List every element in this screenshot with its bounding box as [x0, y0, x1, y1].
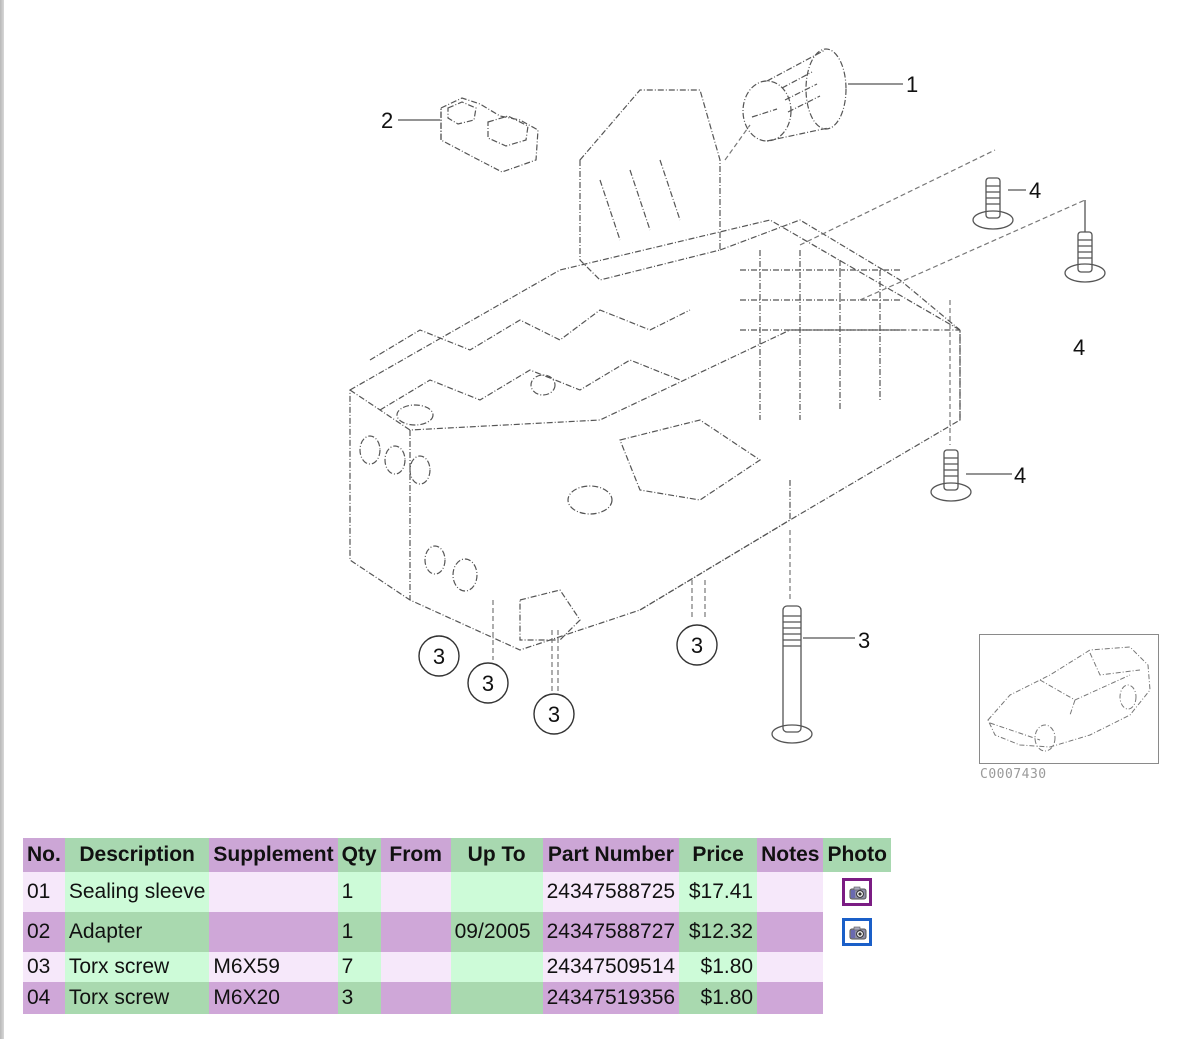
part-3-long-screw — [771, 605, 813, 744]
cell-up-to — [450, 982, 543, 1014]
col-header-price[interactable]: Price — [679, 838, 758, 872]
cell-qty: 3 — [337, 982, 381, 1014]
cell-part-number[interactable]: 24347509514 — [542, 952, 680, 982]
cell-part-number[interactable]: 24347588725 — [542, 872, 680, 912]
cell-supplement — [209, 912, 338, 952]
cell-supplement: M6X59 — [209, 952, 338, 982]
camera-icon — [849, 886, 867, 900]
screw-4a — [972, 177, 1014, 230]
col-header-from[interactable]: From — [380, 838, 451, 872]
svg-text:3: 3 — [691, 633, 703, 658]
callout-leaders — [398, 83, 1026, 639]
cell-photo — [823, 952, 891, 982]
callout-3-circled-a[interactable]: 3 — [418, 635, 460, 677]
col-header-no[interactable]: No. — [23, 838, 65, 872]
col-header-supplement[interactable]: Supplement — [209, 838, 338, 872]
callout-4a[interactable]: 4 — [1029, 178, 1041, 203]
screw-4b — [1064, 200, 1106, 283]
cell-no: 01 — [23, 872, 65, 912]
photo-button[interactable] — [842, 878, 873, 906]
col-header-part-number[interactable]: Part Number — [542, 838, 680, 872]
cell-no: 02 — [23, 912, 65, 952]
svg-text:3: 3 — [548, 702, 560, 727]
cell-from — [380, 872, 451, 912]
camera-icon — [849, 926, 867, 940]
cell-notes — [757, 952, 824, 982]
diagram-code: C0007430 — [980, 767, 1047, 782]
col-header-up-to[interactable]: Up To — [450, 838, 543, 872]
cell-price: $1.80 — [679, 952, 758, 982]
callout-4c[interactable]: 4 — [1014, 463, 1026, 488]
cell-notes — [757, 872, 824, 912]
vehicle-thumbnail — [979, 634, 1159, 764]
cell-photo — [823, 982, 891, 1014]
cell-from — [380, 912, 451, 952]
cell-description: Torx screw — [64, 982, 210, 1014]
col-header-description[interactable]: Description — [64, 838, 210, 872]
callout-3-circled-b[interactable]: 3 — [467, 662, 509, 704]
cell-description: Torx screw — [64, 952, 210, 982]
part-1-sealing-sleeve — [742, 48, 847, 142]
leader-guides — [492, 124, 1086, 695]
svg-text:3: 3 — [482, 671, 494, 696]
photo-button[interactable] — [842, 918, 873, 946]
callout-3-plain[interactable]: 3 — [858, 628, 870, 653]
table-row: 01 Sealing sleeve 1 24347588725 $17.41 — [23, 872, 891, 912]
cell-notes — [757, 912, 824, 952]
cell-supplement — [209, 872, 338, 912]
part-2-adapter — [440, 97, 539, 173]
callout-labels: 1 2 3 3 3 3 3 4 4 4 — [381, 72, 1085, 735]
svg-text:3: 3 — [433, 644, 445, 669]
parts-diagram: 1 2 3 3 3 3 3 4 4 4 — [349, 48, 1106, 744]
cell-up-to — [450, 952, 543, 982]
callout-2[interactable]: 2 — [381, 108, 393, 133]
screw-4c — [930, 449, 972, 502]
table-header-row: No. Description Supplement Qty From Up T… — [23, 838, 891, 872]
cell-qty: 1 — [337, 912, 381, 952]
part-4-screws — [930, 177, 1106, 502]
callout-3-circled-c[interactable]: 3 — [533, 693, 575, 735]
callout-4b[interactable]: 4 — [1073, 335, 1085, 360]
cell-no: 04 — [23, 982, 65, 1014]
cell-photo — [823, 872, 891, 912]
col-header-qty[interactable]: Qty — [337, 838, 381, 872]
cell-no: 03 — [23, 952, 65, 982]
table-row: 04 Torx screw M6X20 3 24347519356 $1.80 — [23, 982, 891, 1014]
window-left-border — [0, 0, 4, 1039]
cell-from — [380, 952, 451, 982]
cell-price: $1.80 — [679, 982, 758, 1014]
cell-from — [380, 982, 451, 1014]
cell-supplement: M6X20 — [209, 982, 338, 1014]
cell-qty: 7 — [337, 952, 381, 982]
cell-part-number[interactable]: 24347519356 — [542, 982, 680, 1014]
parts-table: No. Description Supplement Qty From Up T… — [23, 838, 891, 1014]
cell-price: $12.32 — [679, 912, 758, 952]
table-row: 03 Torx screw M6X59 7 24347509514 $1.80 — [23, 952, 891, 982]
col-header-photo[interactable]: Photo — [823, 838, 891, 872]
col-header-notes[interactable]: Notes — [757, 838, 824, 872]
cell-up-to — [450, 872, 543, 912]
cell-qty: 1 — [337, 872, 381, 912]
cell-photo — [823, 912, 891, 952]
cell-description: Adapter — [64, 912, 210, 952]
table-row: 02 Adapter 1 09/2005 24347588727 $12.32 — [23, 912, 891, 952]
cell-part-number[interactable]: 24347588727 — [542, 912, 680, 952]
car-outline-icon — [987, 646, 1151, 752]
callout-1[interactable]: 1 — [906, 72, 918, 97]
cell-price: $17.41 — [679, 872, 758, 912]
cell-description: Sealing sleeve — [64, 872, 210, 912]
cell-up-to: 09/2005 — [450, 912, 543, 952]
callout-3-circled-d[interactable]: 3 — [676, 624, 718, 666]
cell-notes — [757, 982, 824, 1014]
valve-body — [349, 89, 961, 651]
